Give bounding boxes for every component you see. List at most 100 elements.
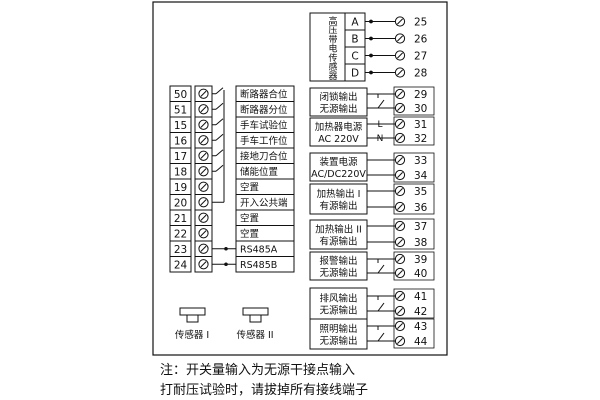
switch-contact-icon [215,133,224,141]
terminal-label: 手车试验位 [240,119,288,131]
output-terminal-number: 29 [414,89,427,101]
terminal-label: 断路器合位 [240,88,288,100]
terminal-pair-frame [393,251,435,281]
hv-title-char: 带 [328,34,337,45]
terminal-screw-icon [394,169,406,181]
terminal-label: 空置 [240,228,259,240]
terminal-screw-icon [394,185,406,197]
terminal-pair-frame [393,218,435,250]
output-group-frame [309,87,368,117]
output-terminal-number: 39 [414,254,427,266]
output-terminal-number: 34 [414,170,428,182]
junction-dot [369,53,373,58]
hv-title-char: 传 [328,52,337,64]
terminal-number: 51 [174,104,187,116]
sensor-1-label: 传感器 I [175,329,209,341]
sensor-2-connector [242,307,269,323]
terminal-number: 22 [174,228,187,240]
switch-contact-icon [215,118,224,126]
output-group-subtitle: 有源输出 [319,236,357,248]
terminal-screw-icon [198,197,209,208]
terminal-pair-frame [393,116,435,146]
output-group-title: 照明输出 [319,323,357,335]
relay-contact-icon [377,332,385,342]
terminal-screw-icon [198,243,209,254]
junction-dot [369,36,373,41]
terminal-screw-icon [394,67,406,78]
terminal-pair-frame [393,152,435,183]
terminal-label: 断路器分位 [240,104,288,116]
hv-title-char: 器 [328,71,337,82]
terminal-label: 接地刀合位 [240,150,288,162]
terminal-screw-icon [394,132,406,144]
output-group-title: 闭锁输出 [319,91,357,103]
terminal-number: 21 [174,213,187,225]
junction-dot [369,70,373,75]
hv-phase-label: D [351,68,359,80]
output-terminal-number: 33 [414,155,427,167]
terminal-number: 18 [174,166,187,178]
switch-contact-icon [215,164,224,172]
output-terminal-number: 40 [414,268,427,280]
hv-title-char: 压 [328,25,337,36]
hv-terminal-number: 28 [414,68,427,80]
output-terminal-number: 36 [414,202,428,214]
output-terminal-number: 35 [414,186,427,198]
terminal-screw-icon [198,135,209,146]
terminal-screw-icon [198,212,209,223]
terminal-label: 空置 [240,181,259,193]
terminal-number: 19 [174,182,187,194]
output-terminal-number: 43 [414,321,427,333]
output-group-title: 排风输出 [319,293,357,305]
hv-title-char: 高 [328,15,337,27]
terminal-number: 50 [174,89,187,101]
junction-dot [224,262,228,267]
terminal-screw-icon [394,220,406,232]
output-terminal-number: 41 [414,291,427,303]
terminal-screw-icon [394,335,406,347]
terminal-screw-icon [198,259,209,270]
terminal-screw-icon [394,236,406,248]
terminal-screw-icon [394,88,406,100]
terminal-screw-icon [198,228,209,239]
terminal-screw-icon [394,267,406,279]
hv-terminal-number: 25 [414,17,427,29]
switch-contact-icon [215,149,224,157]
terminal-screw-icon [198,88,209,99]
terminal-pair-frame [393,86,435,116]
terminal-label: RS485A [240,244,278,255]
output-group-subtitle: 无源输出 [319,267,357,279]
output-terminal-number: 30 [414,103,427,115]
note-line-1: 注：开关量输入为无源干接点输入 [160,362,355,378]
terminal-pair-frame [393,183,435,215]
terminal-number: 16 [174,135,188,147]
terminal-screw-icon [198,181,209,192]
hv-phase-label: B [351,34,358,46]
terminal-pair-frame [393,318,435,349]
terminal-screw-icon [394,154,406,166]
terminal-screw-icon [394,118,406,130]
terminal-pair-frame [393,288,435,319]
terminal-screw-icon [394,201,406,213]
hv-terminal-number: 26 [414,34,428,46]
terminal-screw-icon [394,102,406,114]
note-line-2: 打耐压试验时，请拔掉所有接线端子 [160,382,368,398]
output-terminal-number: 31 [414,119,427,131]
output-terminal-number: 38 [414,237,427,249]
output-terminal-number: 32 [414,133,427,145]
sensor-1-connector [179,307,206,323]
terminal-screw-icon [394,16,406,27]
terminal-number: 15 [174,120,187,132]
output-group-frame [309,152,368,182]
terminal-screw-icon [394,320,406,332]
panel-outline [152,1,448,356]
hv-title-char: 电 [328,43,337,55]
terminal-number: 20 [174,197,187,209]
relay-contact-icon [377,99,385,109]
terminal-screw-icon [394,33,406,44]
terminal-number: 17 [174,151,187,163]
